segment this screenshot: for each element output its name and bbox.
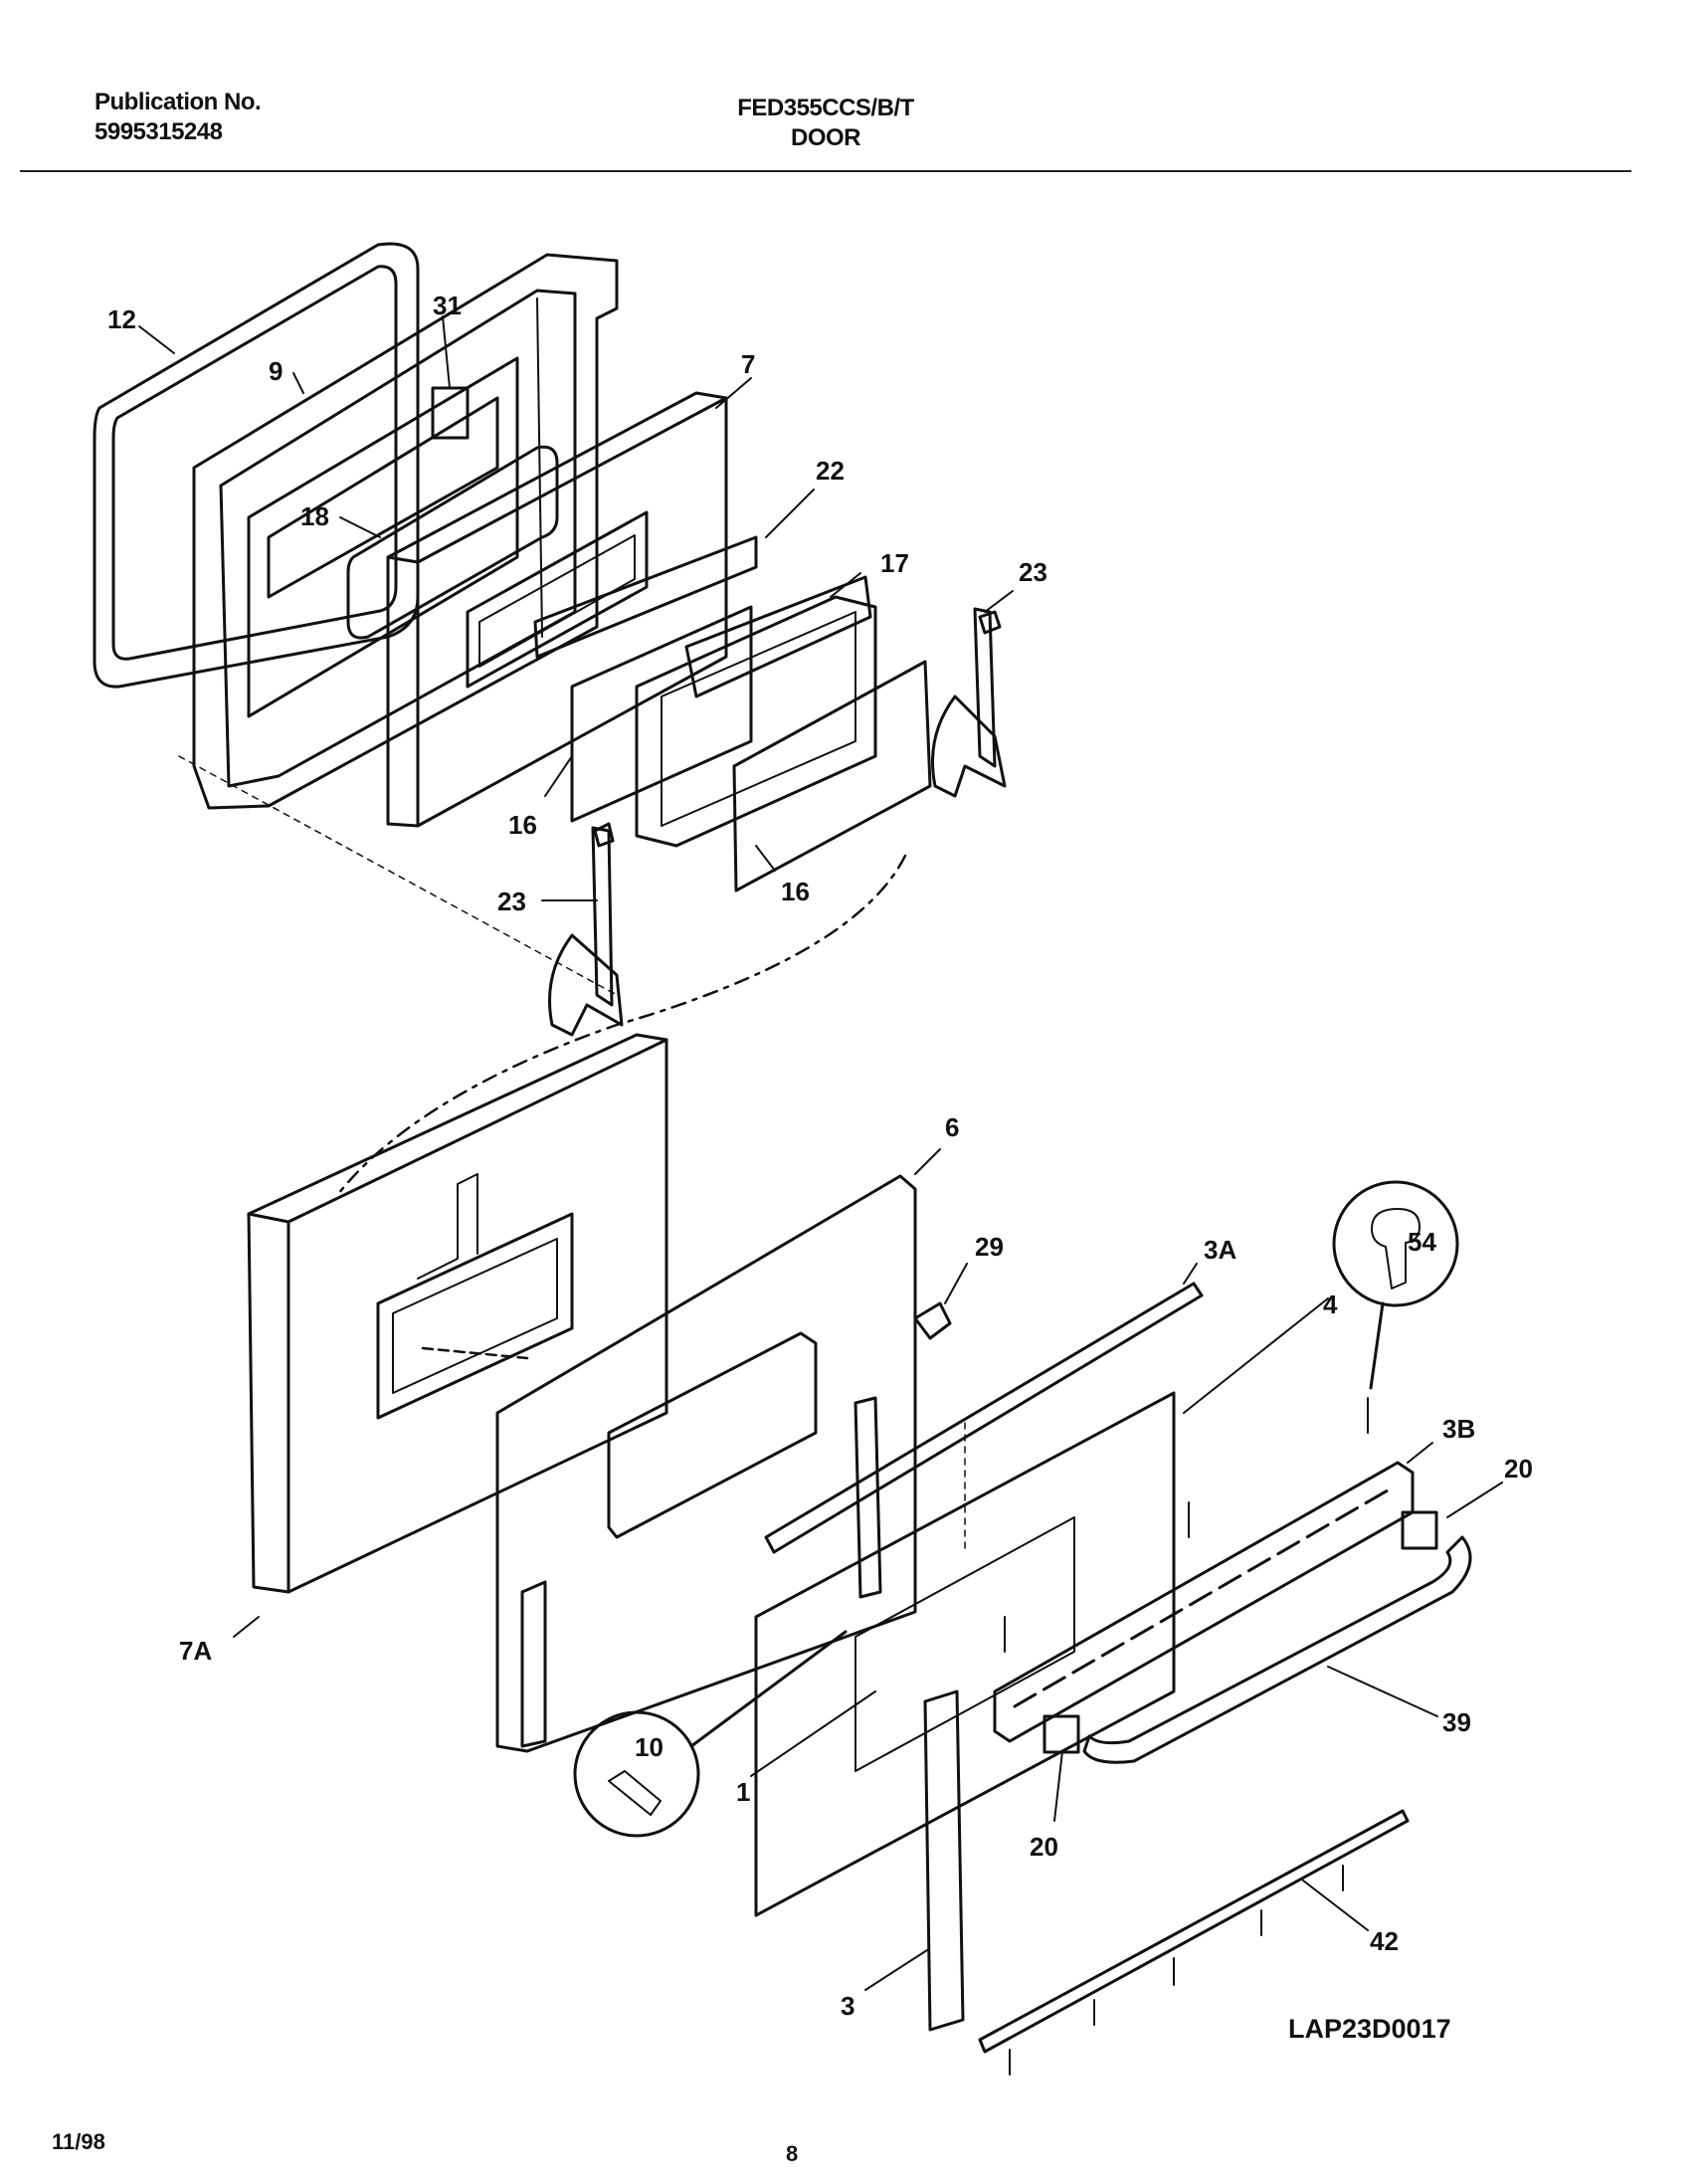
outer-door-glass: [754, 1391, 1176, 1917]
window-glass-right: [732, 660, 932, 892]
model-number: FED355CCS/B/T: [737, 95, 914, 121]
handle-mount-rail: [993, 1461, 1415, 1743]
hinge-left: [548, 822, 624, 1037]
publication-label: Publication No.: [95, 89, 262, 115]
hinge-alignment-line: [178, 755, 618, 996]
part-label-4: 4: [1323, 1289, 1338, 1319]
screw-detail-circle: [1332, 1180, 1459, 1307]
part-label-17: 17: [880, 548, 909, 578]
inner-door-liner: [192, 253, 619, 810]
part-label-3a: 3A: [1204, 1235, 1236, 1265]
door-frame: [421, 1174, 917, 1753]
part-label-7: 7: [741, 349, 755, 379]
door-handle: [1082, 1535, 1472, 1764]
part-label-23-left: 23: [497, 887, 526, 916]
bolt-detail-circle: [573, 1710, 700, 1838]
side-trim: [923, 1689, 965, 2032]
window-pack-frame: [635, 575, 877, 848]
bottom-bracket: [978, 1809, 1410, 2054]
page-number: 8: [786, 2141, 799, 2166]
part-label-10: 10: [635, 1732, 664, 1762]
window-glass-left: [570, 605, 753, 823]
part-label-20-left: 20: [1030, 1832, 1058, 1862]
part-label-20-right: 20: [1504, 1454, 1533, 1484]
lower-insulation: [247, 1033, 668, 1594]
part-label-1: 1: [736, 1777, 750, 1807]
screw-54-icon: [1371, 1208, 1421, 1289]
screw-detail-leader: [1369, 1301, 1385, 1390]
top-trim-strip: [764, 1282, 1204, 1554]
bolt-10-icon: [608, 1770, 662, 1816]
part-label-6: 6: [945, 1112, 959, 1142]
header-rule: [20, 170, 1631, 172]
publication-number: 5995315248: [95, 118, 223, 145]
screws: [1004, 1397, 1369, 2076]
handle-endcap-right: [1401, 1510, 1438, 1550]
part-label-16-left: 16: [508, 810, 537, 840]
latch-bracket: [431, 386, 470, 440]
title-block: FED355CCS/B/T DOOR: [696, 94, 955, 153]
footer-date: 11/98: [52, 2129, 105, 2154]
part-label-54: 54: [1408, 1227, 1436, 1257]
part-label-42: 42: [1370, 1926, 1399, 1956]
hinge-right: [931, 607, 1007, 798]
part-label-3: 3: [841, 1991, 854, 2021]
inner-window-seal: [346, 445, 559, 640]
diagram-code: LAP23D0017: [1288, 2014, 1451, 2044]
part-label-39: 39: [1442, 1707, 1471, 1737]
part-label-22: 22: [816, 456, 845, 486]
publication-block: Publication No. 5995315248: [95, 88, 262, 147]
upper-insulation: [386, 391, 728, 828]
door-bumper: [913, 1301, 952, 1340]
section-title: DOOR: [791, 124, 861, 151]
part-label-12: 12: [107, 304, 136, 334]
part-label-3b: 3B: [1442, 1414, 1475, 1444]
part-label-31: 31: [433, 291, 462, 320]
assembly-connector-line: [336, 854, 907, 1196]
part-label-7a: 7A: [179, 1636, 212, 1666]
part-label-18: 18: [300, 501, 329, 531]
leader-lines: [138, 315, 1503, 1991]
bolt-detail-leader: [689, 1630, 848, 1748]
glass-support-panel: [533, 535, 758, 659]
part-label-29: 29: [975, 1232, 1004, 1262]
part-label-9: 9: [269, 356, 283, 386]
part-label-16-right: 16: [781, 877, 810, 906]
part-label-23-right: 23: [1019, 557, 1047, 587]
